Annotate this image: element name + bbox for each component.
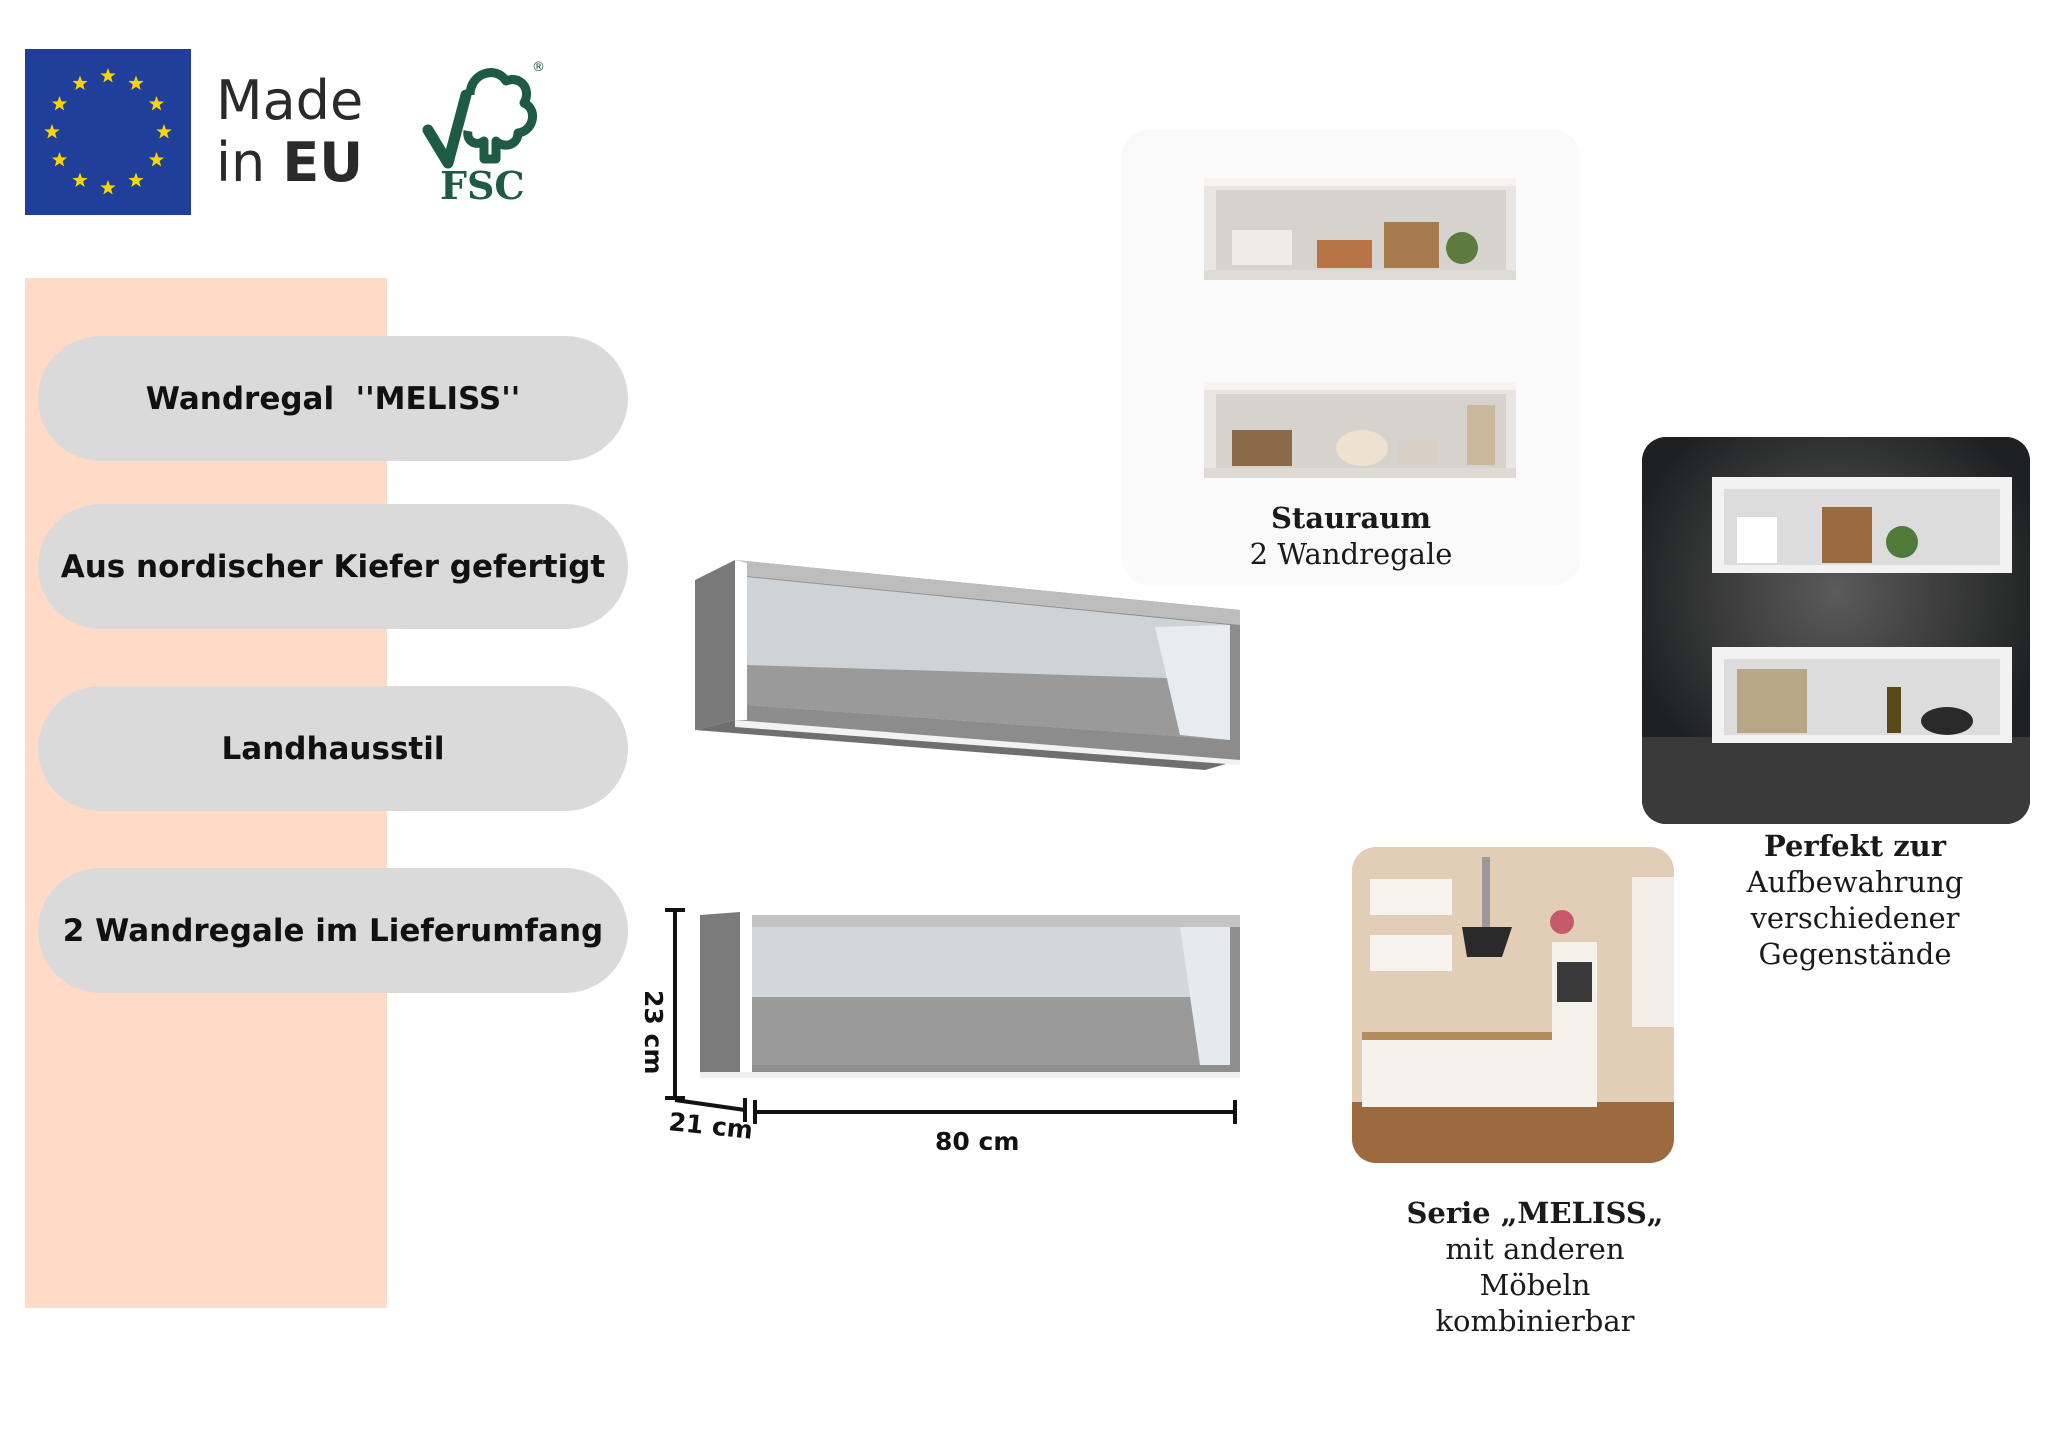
caption-storage-text: 2 Wandregale: [1249, 537, 1453, 571]
eu-star-icon: [100, 180, 116, 195]
fsc-text: FSC: [440, 163, 525, 205]
caption-perfect: Perfekt zur Aufbewahrung verschiedener G…: [1690, 828, 2020, 972]
caption-series-line4: kombinierbar: [1435, 1304, 1635, 1338]
caption-series-line3: Möbeln: [1479, 1268, 1591, 1302]
caption-series: Serie „MELISS„ mit anderen Möbeln kombin…: [1380, 1195, 1690, 1339]
eu-star-icon: [51, 96, 68, 111]
height-dimension-label: 23 cm: [640, 990, 668, 1074]
caption-storage: Stauraum 2 Wandregale: [1122, 500, 1580, 572]
made-in-prefix: in: [216, 131, 283, 194]
eu-star-icon: [156, 124, 172, 139]
feature-pill-delivery: 2 Wandregale im Lieferumfang: [38, 868, 628, 993]
feature-pill-style: Landhausstil: [38, 686, 628, 811]
feature-pill-product-name: Wandregal ''MELISS'': [38, 336, 628, 461]
photo-kitchen-series: [1352, 847, 1674, 1163]
caption-perfect-line3: verschiedener: [1750, 901, 1960, 935]
fsc-registered-mark: ®: [532, 60, 545, 75]
eu-star-icon: [100, 68, 116, 83]
eu-star-icon: [72, 75, 88, 90]
shelf-render-dimensions: 23 cm 21 cm 80 cm: [640, 900, 1250, 1150]
feature-pill-material: Aus nordischer Kiefer gefertigt: [38, 504, 628, 629]
eu-text: EU: [282, 131, 364, 194]
eu-flag-icon: [25, 49, 191, 215]
made-in-line2: in EU: [216, 132, 363, 194]
caption-series-title: Serie „MELISS„: [1406, 1196, 1664, 1230]
eu-star-icon: [72, 172, 88, 187]
photo-shelves-dark-wall: [1642, 437, 2030, 824]
made-in-eu-label: Made in EU: [216, 70, 363, 194]
caption-perfect-line2: Aufbewahrung: [1746, 865, 1964, 899]
eu-star-icon: [128, 172, 144, 187]
caption-series-line2: mit anderen: [1445, 1232, 1625, 1266]
caption-perfect-line4: Gegenstände: [1758, 937, 1952, 971]
width-dimension-label: 80 cm: [935, 1127, 1019, 1150]
caption-perfect-title: Perfekt zur: [1763, 829, 1947, 863]
eu-star-icon: [128, 75, 144, 90]
fsc-tree-check-icon: FSC ®: [422, 60, 545, 208]
fsc-logo: FSC ®: [418, 55, 548, 208]
made-in-line1: Made: [216, 69, 364, 132]
eu-star-icon: [148, 96, 165, 111]
caption-storage-title: Stauraum: [1270, 501, 1432, 535]
eu-star-icon: [148, 152, 165, 167]
shelf-render-angled: [695, 555, 1245, 770]
depth-dimension-label: 21 cm: [667, 1107, 754, 1145]
photo-shelves-storage: Stauraum 2 Wandregale: [1122, 130, 1580, 585]
eu-star-icon: [51, 152, 68, 167]
eu-star-icon: [44, 124, 60, 139]
